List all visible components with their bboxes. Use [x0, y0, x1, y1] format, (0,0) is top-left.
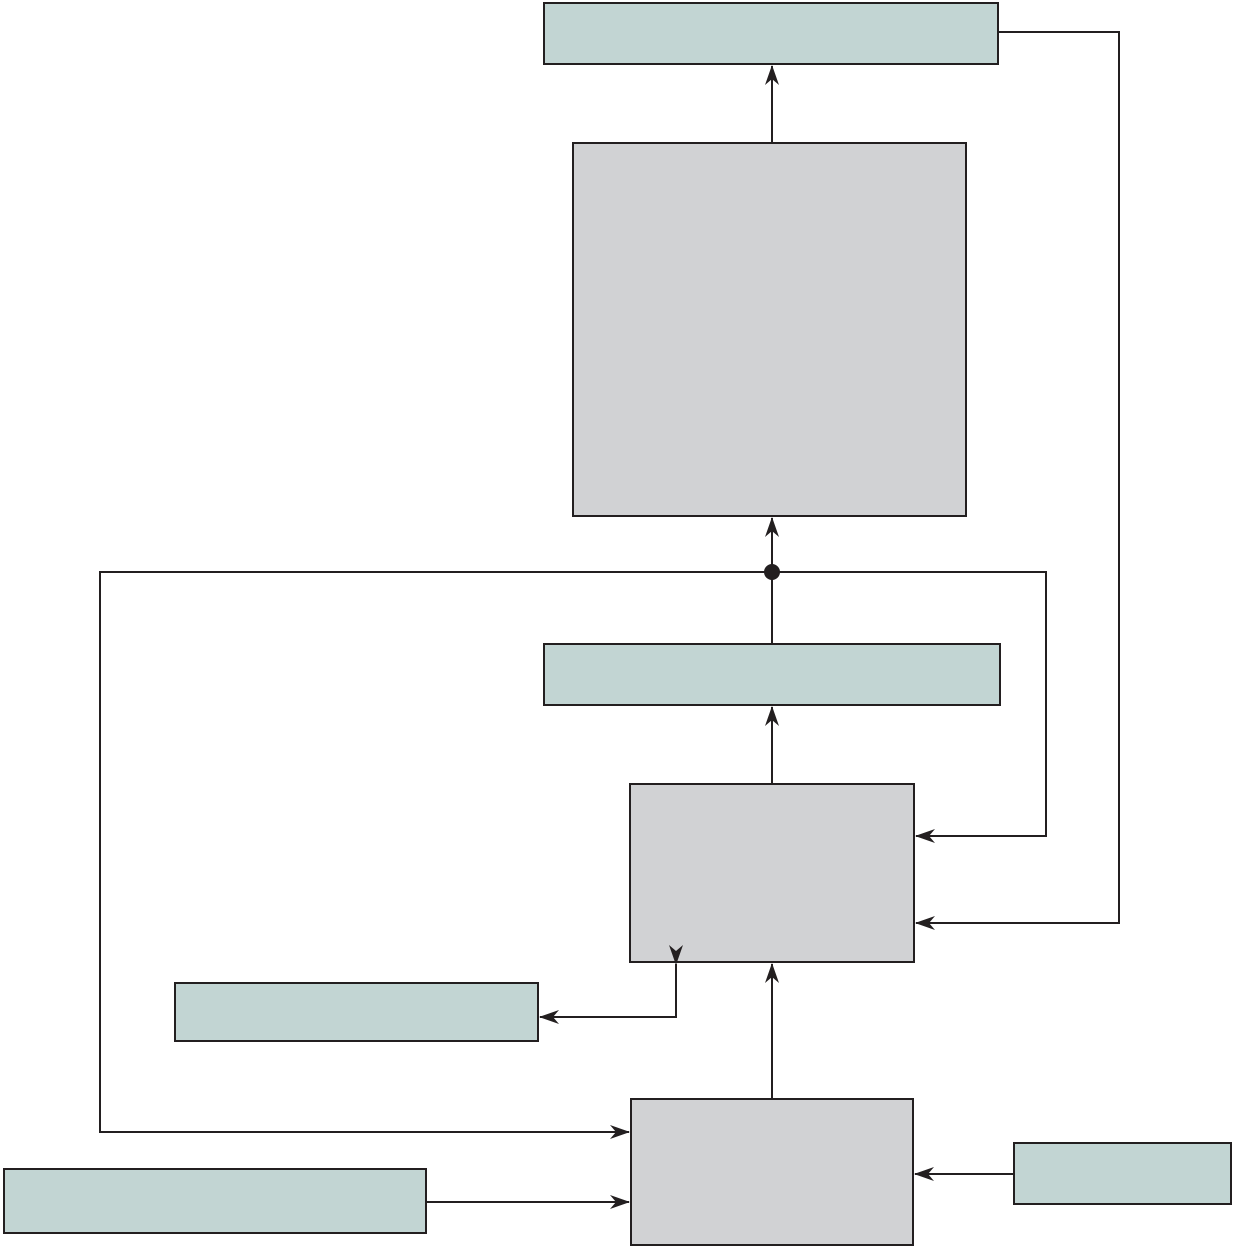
connector-top-teal-feedback-to-middle-gray [915, 31, 1120, 930]
middle-gray-box [629, 783, 915, 963]
middle-teal-box [543, 643, 1001, 706]
large-gray-box [572, 142, 967, 517]
bottom-gray-box [630, 1098, 914, 1246]
connector-junction-feedback-to-bottom-gray [99, 571, 772, 1139]
bottom-right-teal-box [1013, 1142, 1232, 1205]
connector-junction-to-middle-gray [772, 571, 1047, 843]
top-teal-box [543, 2, 999, 65]
junction-node [764, 564, 780, 580]
connector-middle-gray-to-left-teal [539, 945, 683, 1024]
left-teal-box [174, 982, 539, 1042]
bottom-left-teal-box [3, 1168, 427, 1234]
